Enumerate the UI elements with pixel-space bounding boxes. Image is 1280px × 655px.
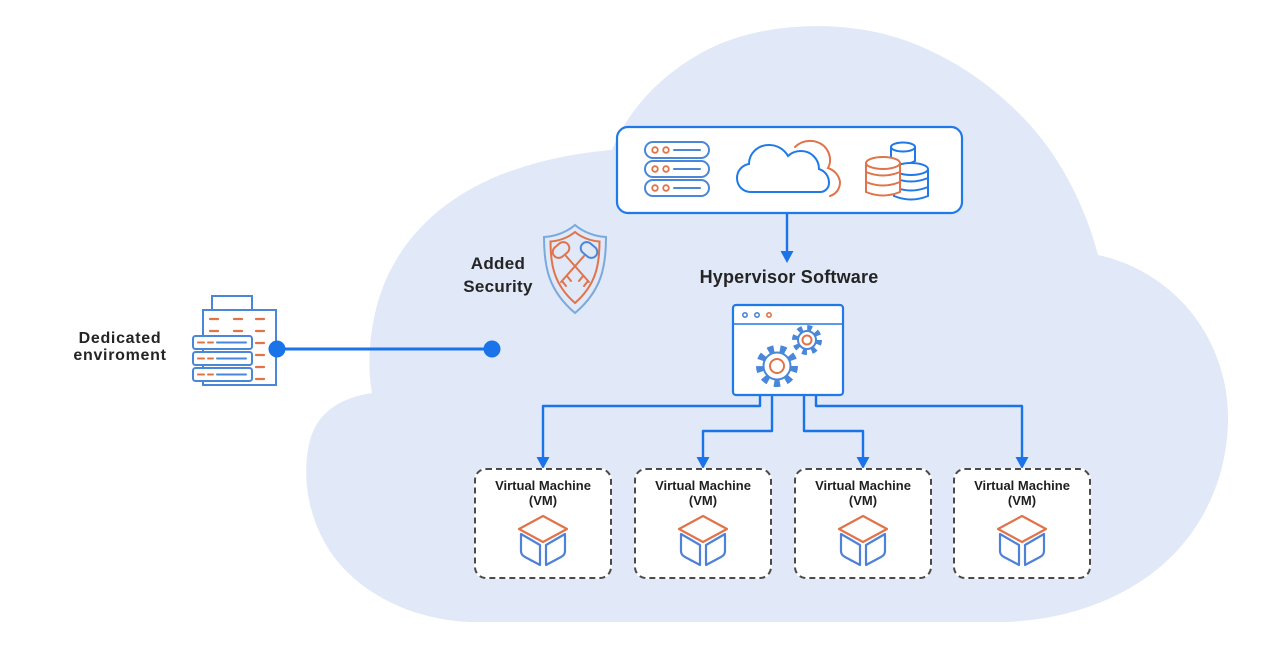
gear-icon-large [756,345,798,387]
vm-cube-icon [517,514,569,567]
connector-dot-right [483,340,501,358]
gear-icon-small [792,325,822,355]
vm-cube-icon [996,514,1048,567]
vm-label: Virtual Machine [495,478,591,493]
database-icon [865,141,929,201]
crossed-keys-icon [551,241,599,287]
security-shield-icon [542,223,608,315]
hypervisor-software-label: Hypervisor Software [699,267,879,287]
vm-sub-label: (VM) [528,493,558,508]
connector-dot-left [268,340,286,358]
vm-label: Virtual Machine [655,478,751,493]
vm-label: Virtual Machine [974,478,1070,493]
dedicated-environment-label: Dedicated enviroment [40,330,200,364]
hypervisor-window-icon [731,303,845,397]
vm-cube-icon [837,514,889,567]
dedicated-line2: enviroment [73,347,167,364]
vm-sub-label: (VM) [848,493,878,508]
dedicated-server-icon [192,295,277,386]
arrow-infra-to-hypervisor [780,214,794,263]
vm-card-3: Virtual Machine (VM) [794,468,932,579]
vm-card-2: Virtual Machine (VM) [634,468,772,579]
added-security-line2: Security [463,277,533,296]
vm-cube-icon [677,514,729,567]
vm-card-4: Virtual Machine (VM) [953,468,1091,579]
vm-sub-label: (VM) [1007,493,1037,508]
added-security-label: Added Security [437,252,559,298]
vm-label: Virtual Machine [815,478,911,493]
infrastructure-box [615,125,964,215]
added-security-line1: Added [470,254,526,273]
cloud-icon [735,139,842,197]
dedicated-line1: Dedicated [78,330,162,347]
vm-sub-label: (VM) [688,493,718,508]
vm-card-1: Virtual Machine (VM) [474,468,612,579]
dedicated-connector-line [268,340,501,358]
server-stack-icon [644,141,710,197]
hypervisor-vm-connectors [536,396,1029,469]
